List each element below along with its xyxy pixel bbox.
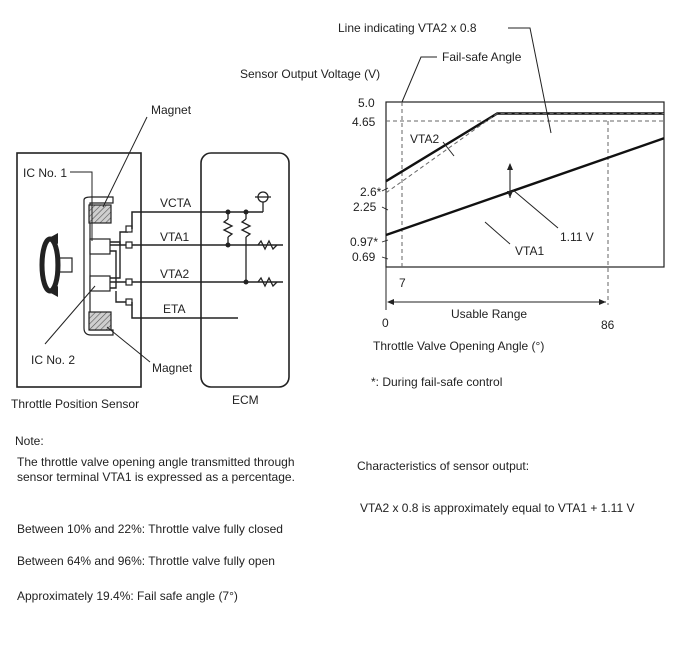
note-failsafe: Approximately 19.4%: Fail safe angle (7°… <box>17 589 238 603</box>
failsafe-label: Fail-safe Angle <box>442 50 522 64</box>
vta2-x08-label: Line indicating VTA2 x 0.8 <box>338 21 477 35</box>
magnet-bottom-label: Magnet <box>152 361 193 375</box>
sensor-box <box>16 152 142 388</box>
sensor-caption: Throttle Position Sensor <box>11 397 139 411</box>
magnet-top <box>88 204 112 224</box>
y-axis-label: Sensor Output Voltage (V) <box>240 67 380 81</box>
rotation-arrow-icon <box>39 233 61 297</box>
magnet-bottom <box>88 311 112 331</box>
y-tick-0-69: 0.69 <box>352 250 376 264</box>
ic-2 <box>89 275 111 292</box>
vta2-leader <box>442 141 455 157</box>
characteristics-heading: Characteristics of sensor output: <box>357 459 529 473</box>
y-tick-0-97: 0.97* <box>350 235 378 249</box>
ecm-caption: ECM <box>232 393 259 407</box>
ic1-label: IC No. 1 <box>23 166 67 180</box>
note-line-2: sensor terminal VTA1 is expressed as a p… <box>17 470 295 484</box>
plot-frame <box>385 101 665 268</box>
series-line-vta2-x08 <box>385 113 664 194</box>
y-tick-2-25: 2.25 <box>353 200 377 214</box>
junction-dots <box>225 209 249 285</box>
x-tick-7: 7 <box>399 276 406 290</box>
ic-1 <box>89 238 111 255</box>
footnote: *: During fail-safe control <box>371 375 502 389</box>
vta2-x08-leader <box>508 27 552 134</box>
output-chart: 1.11 V VTA2 VTA1 Line indicating VTA2 x … <box>240 21 665 389</box>
wire-label-eta: ETA <box>163 302 185 316</box>
note-open: Between 64% and 96%: Throttle valve full… <box>17 554 275 568</box>
characteristics-equation: VTA2 x 0.8 is approximately equal to VTA… <box>360 501 634 515</box>
note-closed: Between 10% and 22%: Throttle valve full… <box>17 522 283 536</box>
y-tick-leaders <box>381 187 389 260</box>
guide-lines <box>386 102 664 305</box>
y-tick-2-6: 2.6* <box>360 185 382 199</box>
circuit: VCTA VTA1 VTA2 ETA Magnet IC No. 1 IC No… <box>11 103 290 411</box>
ic-wiring <box>110 231 128 303</box>
series-label-vta1: VTA1 <box>515 244 544 258</box>
offset-label: 1.11 V <box>560 230 594 244</box>
y-tick-4-65: 4.65 <box>352 115 376 129</box>
x-tick-86: 86 <box>601 318 615 332</box>
wire-label-vta1: VTA1 <box>160 230 189 244</box>
series-label-vta2: VTA2 <box>410 132 439 146</box>
x-axis-label: Throttle Valve Opening Angle (°) <box>373 339 544 353</box>
wires <box>131 211 283 319</box>
failsafe-leader <box>401 56 437 103</box>
leader-lines <box>44 116 151 363</box>
ecm-box <box>200 152 290 388</box>
notes: Note: The throttle valve opening angle t… <box>15 434 634 603</box>
note-line-1: The throttle valve opening angle transmi… <box>17 455 295 469</box>
ecm-circuit <box>222 191 278 288</box>
series-line-vta1 <box>385 137 665 237</box>
vta1-leader <box>484 221 511 245</box>
y-tick-5: 5.0 <box>358 96 375 110</box>
x-tick-0: 0 <box>382 316 389 330</box>
note-heading: Note: <box>15 434 44 448</box>
connector-dots <box>125 225 133 306</box>
wire-label-vcta: VCTA <box>160 196 191 210</box>
wire-label-vta2: VTA2 <box>160 267 189 281</box>
series-layer <box>385 112 665 237</box>
magnet-top-label: Magnet <box>151 103 192 117</box>
offset-leader <box>512 189 559 229</box>
usable-range-label: Usable Range <box>451 307 527 321</box>
ic2-label: IC No. 2 <box>31 353 75 367</box>
series-line-vta2 <box>385 112 664 183</box>
